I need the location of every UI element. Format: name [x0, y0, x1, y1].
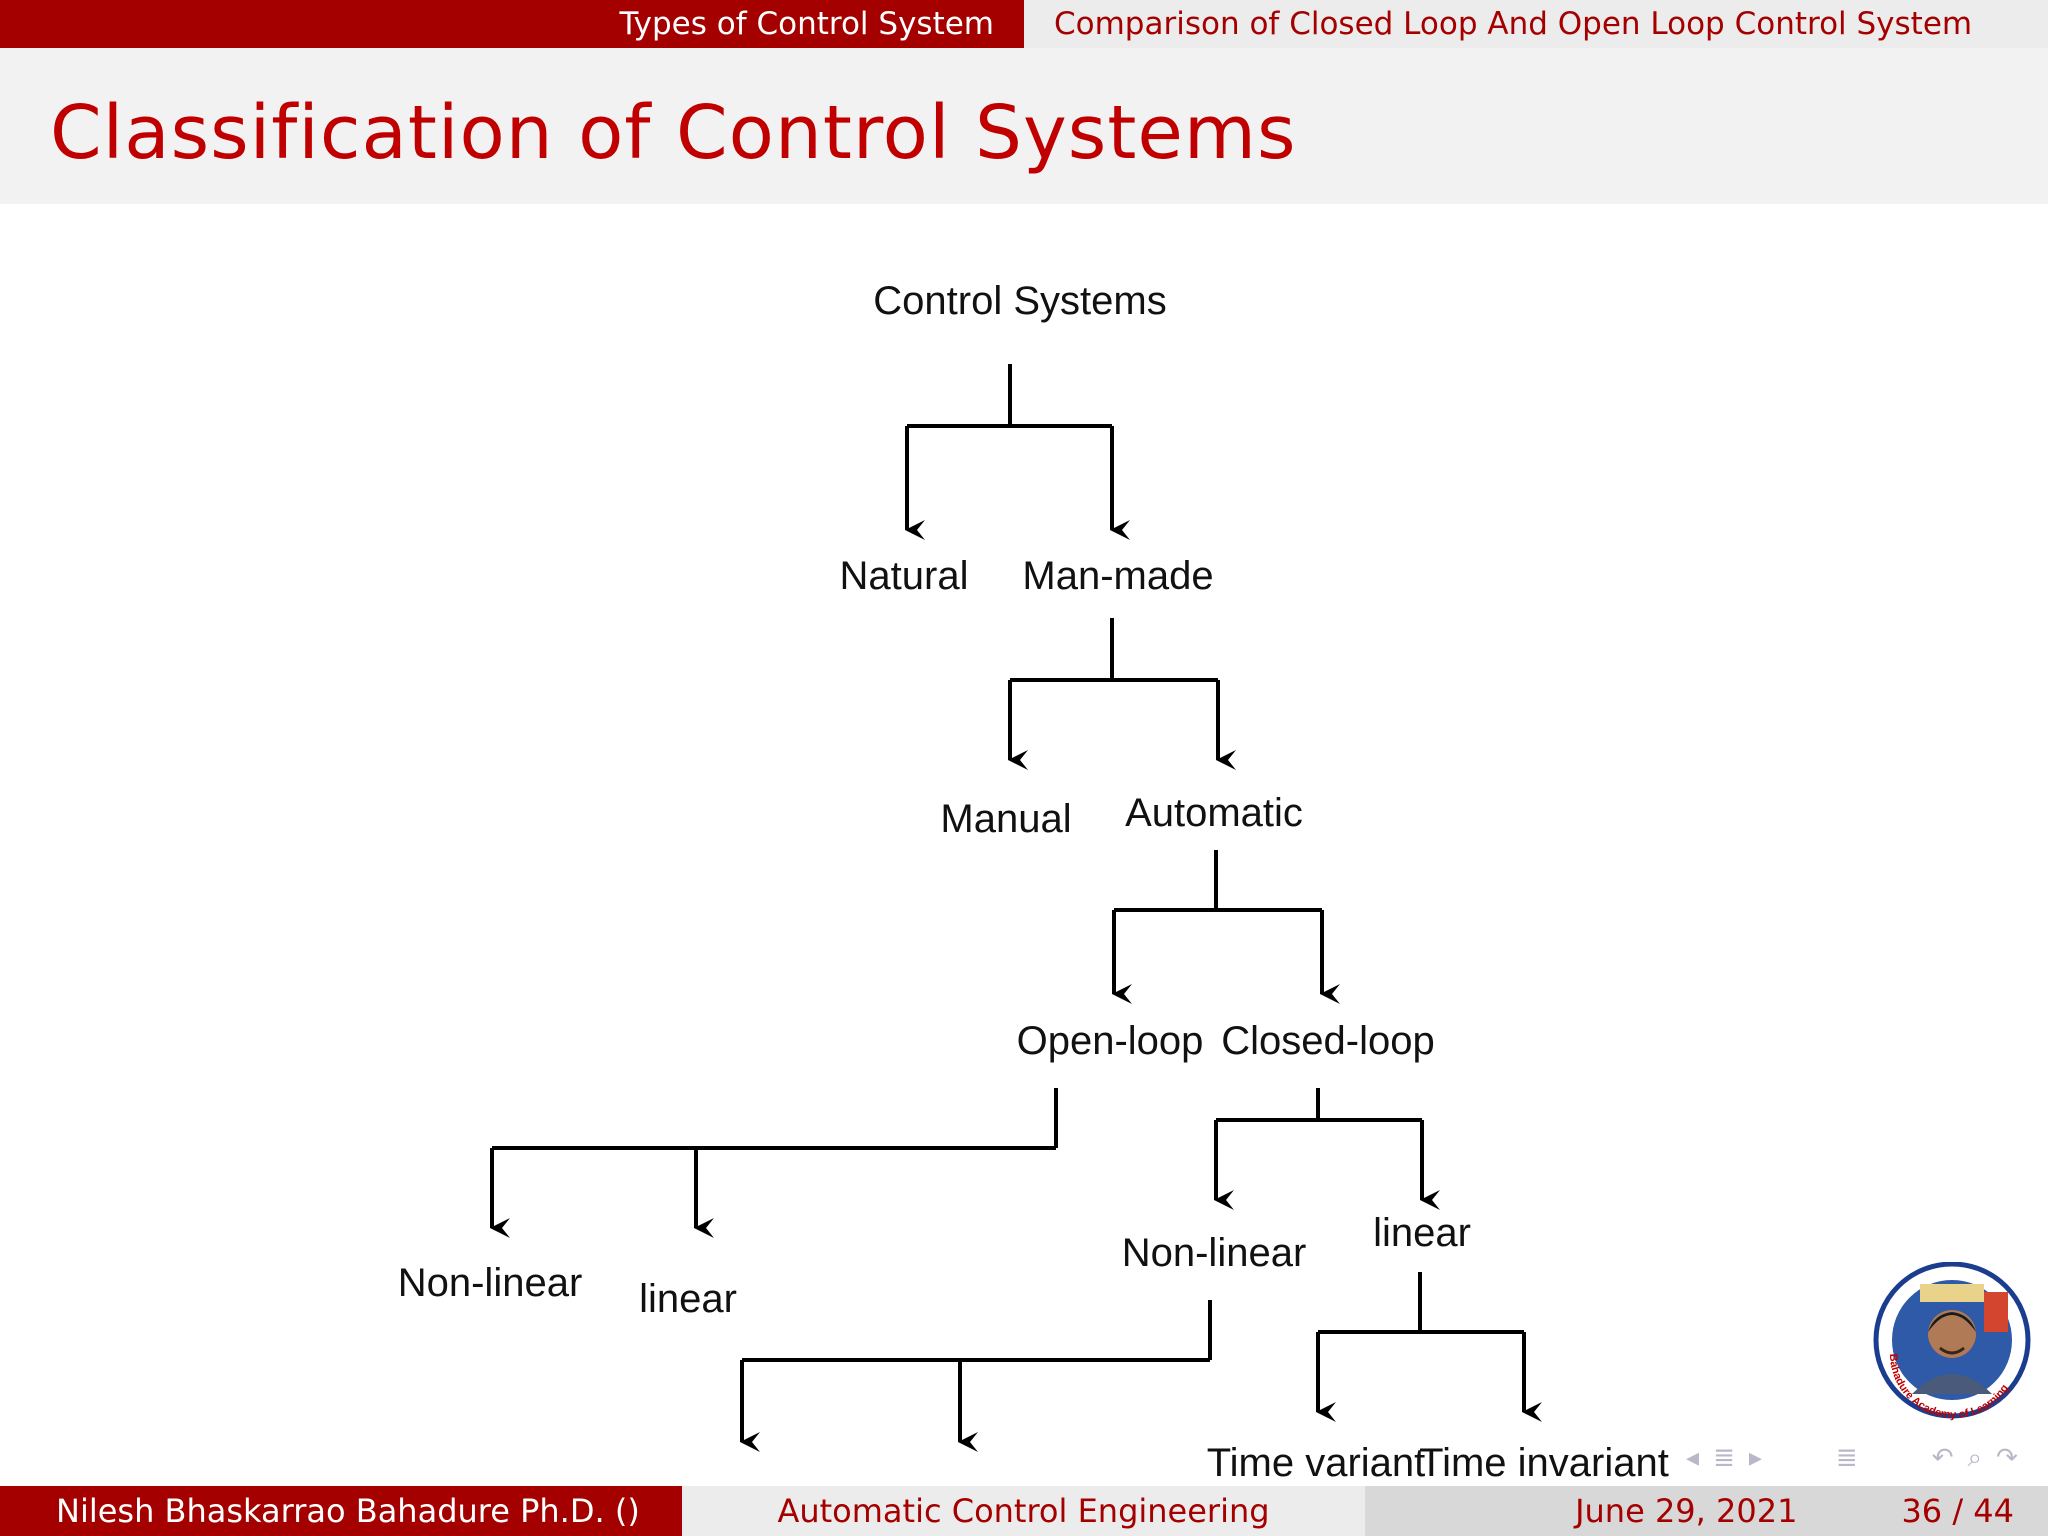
slide-list-icon[interactable]: ≣ [1713, 1443, 1735, 1473]
section-right-label: Comparison of Closed Loop And Open Loop … [1054, 6, 1973, 42]
node-open-linear: linear [639, 1277, 737, 1321]
node-open-loop: Open-loop [1017, 1019, 1204, 1063]
footer-date-page: June 29, 2021 36 / 44 [1365, 1486, 2048, 1536]
node-closed-loop: Closed-loop [1221, 1019, 1434, 1063]
redo-icon[interactable]: ↷ [1996, 1443, 2018, 1473]
connector-root [907, 364, 1112, 428]
node-natural: Natural [840, 554, 969, 598]
connector-automatic [1114, 850, 1322, 912]
section-list-icon[interactable]: ≣ [1835, 1443, 1858, 1473]
node-control-systems: Control Systems [873, 279, 1166, 323]
node-time-invariant: Time invariant [1419, 1441, 1669, 1485]
page-number: 36 / 44 [1901, 1492, 2014, 1530]
node-manual: Manual [940, 797, 1071, 841]
author-label: Nilesh Bhaskarrao Bahadure Ph.D. () [56, 1492, 640, 1530]
section-navigation-bar: Types of Control System Comparison of Cl… [0, 0, 2048, 48]
section-link-types-of-control-system[interactable]: Types of Control System [0, 0, 1024, 48]
connector-man-made [1010, 618, 1218, 682]
academy-logo: Bahadure Academy of Learning [1873, 1262, 2031, 1421]
section-left-label: Types of Control System [619, 6, 994, 42]
connector-closed-loop [1216, 1088, 1422, 1122]
node-open-nonlinear: Non-linear [398, 1261, 583, 1305]
tree-connectors [490, 364, 1542, 1452]
date-label: June 29, 2021 [1575, 1492, 1798, 1530]
avatar [1928, 1310, 1976, 1358]
footer-bar: Nilesh Bhaskarrao Bahadure Ph.D. () Auto… [0, 1486, 2048, 1536]
connector-closed-nonlinear [742, 1300, 1212, 1362]
node-closed-linear: linear [1373, 1211, 1471, 1255]
slide-title: Classification of Control Systems [50, 90, 1297, 176]
connector-open-loop [492, 1088, 1058, 1150]
undo-icon[interactable]: ↶ [1931, 1443, 1954, 1473]
search-icon[interactable]: ⌕ [1967, 1442, 1983, 1473]
title-bar: Classification of Control Systems [0, 48, 2048, 204]
beamer-slide-nav: ◂ ≣ ▸ ≣ ↶ ⌕ ↷ [1686, 1440, 2018, 1476]
course-label: Automatic Control Engineering [777, 1492, 1270, 1530]
node-automatic: Automatic [1125, 791, 1303, 835]
prev-slide-icon[interactable]: ◂ [1686, 1443, 1700, 1473]
node-closed-nonlinear: Non-linear [1122, 1231, 1307, 1275]
node-time-variant: Time variant [1207, 1441, 1426, 1485]
classification-tree-diagram: Control Systems Natural Man-made Manual … [398, 279, 1669, 1485]
node-man-made: Man-made [1022, 554, 1213, 598]
footer-course: Automatic Control Engineering [682, 1486, 1365, 1536]
footer-author: Nilesh Bhaskarrao Bahadure Ph.D. () [0, 1486, 682, 1536]
connector-closed-linear [1318, 1272, 1524, 1334]
section-link-comparison[interactable]: Comparison of Closed Loop And Open Loop … [1024, 0, 2048, 48]
next-slide-icon[interactable]: ▸ [1748, 1443, 1762, 1473]
